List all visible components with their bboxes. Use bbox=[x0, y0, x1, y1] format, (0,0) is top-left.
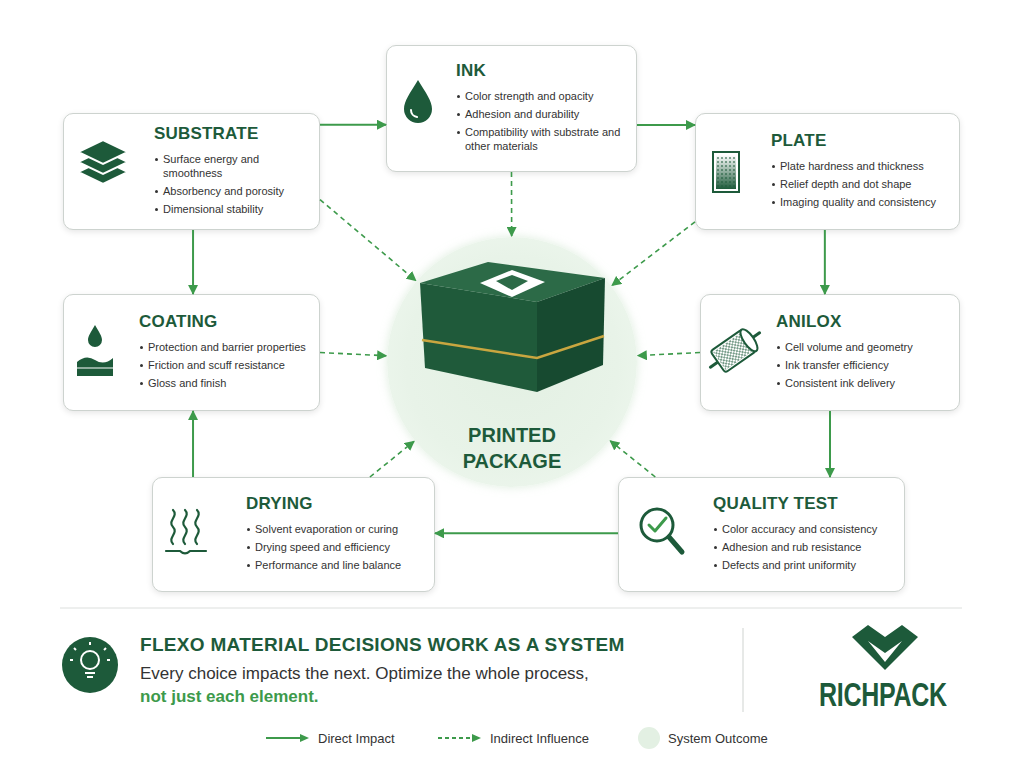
indirect-connector bbox=[638, 353, 700, 356]
bullet-text: Gloss and finish bbox=[139, 376, 309, 390]
legend-text: Direct Impact bbox=[318, 731, 395, 746]
bullet-text: Dimensional stability bbox=[154, 202, 309, 216]
bullet-text: Adhesion and durability bbox=[456, 107, 626, 121]
process-box: DRYING Solvent evaporation or curingDryin… bbox=[152, 477, 435, 592]
banner-heading: FLEXO MATERIAL DECISIONS WORK AS A SYSTE… bbox=[140, 634, 625, 656]
bullet-text: Relief depth and dot shape bbox=[771, 177, 949, 191]
legend-line-stroke bbox=[266, 737, 302, 739]
bullet-text: Drying speed and efficiency bbox=[246, 540, 424, 554]
lightbulb-icon-part bbox=[85, 672, 95, 674]
lightbulb-icon-part bbox=[107, 659, 110, 661]
indirect-connector bbox=[511, 172, 513, 236]
legend-item: Direct Impact bbox=[266, 729, 395, 747]
process-box: SUBSTRATE Surface energy and smoothnessAb… bbox=[63, 113, 320, 230]
bullet-text: Protection and barrier properties bbox=[139, 340, 309, 354]
box-heading: ANILOX bbox=[776, 312, 949, 332]
indirect-connector bbox=[320, 353, 386, 356]
bullet-text: Imaging quality and consistency bbox=[771, 195, 949, 209]
box-heading: QUALITY TEST bbox=[713, 494, 894, 514]
box-heading: DRYING bbox=[246, 494, 424, 514]
legend-item: System Outcome bbox=[638, 729, 768, 747]
banner-highlight: not just each element. bbox=[140, 687, 319, 707]
outcome-label: PRINTED PACKAGE bbox=[437, 422, 587, 474]
direct-connector bbox=[192, 230, 194, 294]
process-box: PLATE Plate hardness and thicknessRelief … bbox=[695, 113, 960, 230]
lightbulb-icon-part bbox=[70, 659, 73, 661]
direct-connector bbox=[435, 532, 618, 534]
indirect-connector bbox=[612, 222, 695, 286]
banner-text: Every choice impacts the next. Optimize … bbox=[140, 664, 589, 684]
bullet-text: Consistent ink delivery bbox=[776, 376, 949, 390]
direct-connector bbox=[829, 411, 831, 477]
bullet-text: Friction and scuff resistance bbox=[139, 358, 309, 372]
indirect-connector bbox=[610, 441, 655, 477]
legend-line-stroke bbox=[438, 737, 474, 739]
legend-text: System Outcome bbox=[668, 731, 768, 746]
process-box: QUALITY TEST Color accuracy and consisten… bbox=[618, 477, 905, 592]
bullet-text: Performance and line balance bbox=[246, 558, 424, 572]
lightbulb-icon-part bbox=[89, 642, 91, 645]
lightbulb-icon-part bbox=[81, 651, 99, 669]
bullet-text: Plate hardness and thickness bbox=[771, 159, 949, 173]
lightbulb-icon-part bbox=[62, 637, 118, 693]
outcome-circle: PRINTED PACKAGE bbox=[387, 237, 637, 487]
box-heading: COATING bbox=[139, 312, 309, 332]
lightbulb-icon-part bbox=[87, 676, 93, 678]
bullet-text: Color strength and opacity bbox=[456, 89, 626, 103]
legend-arrowhead bbox=[472, 734, 481, 742]
bullet-text: Ink transfer efficiency bbox=[776, 358, 949, 372]
logo-text: RICHPACK bbox=[819, 676, 947, 714]
separator-line-part bbox=[743, 628, 744, 712]
direct-connector bbox=[320, 124, 386, 126]
direct-connector bbox=[192, 411, 194, 477]
box-heading: PLATE bbox=[771, 131, 949, 151]
process-box: COATING Protection and barrier properties… bbox=[63, 294, 320, 411]
logo-mark-part bbox=[852, 625, 918, 670]
bullet-text: Adhesion and rub resistance bbox=[713, 540, 894, 554]
legend-arrowhead bbox=[300, 734, 309, 742]
box-heading: INK bbox=[456, 61, 626, 81]
legend-item: Indirect Influence bbox=[438, 729, 589, 747]
bullet-text: Cell volume and geometry bbox=[776, 340, 949, 354]
direct-connector bbox=[637, 124, 695, 126]
bullet-text: Compatibility with substrate and other m… bbox=[456, 125, 626, 153]
logo-mark bbox=[852, 625, 918, 670]
legend-line bbox=[438, 733, 482, 743]
lightbulb-icon-part bbox=[104, 648, 106, 650]
direct-connector bbox=[824, 230, 826, 294]
legend-swatch bbox=[638, 727, 660, 749]
process-box: ANILOX Cell volume and geometryInk transf… bbox=[700, 294, 960, 411]
legend-text: Indirect Influence bbox=[490, 731, 589, 746]
bullet-text: Color accuracy and consistency bbox=[713, 522, 894, 536]
process-box: INK Color strength and opacityAdhesion an… bbox=[386, 45, 637, 172]
outcome-text-holder: PRINTED PACKAGE bbox=[437, 422, 587, 474]
indirect-connector bbox=[320, 200, 416, 281]
lightbulb-icon bbox=[62, 637, 118, 693]
separator-line-part bbox=[60, 608, 962, 609]
indirect-connector bbox=[370, 441, 414, 477]
bullet-text: Defects and print uniformity bbox=[713, 558, 894, 572]
bullet-text: Surface energy and smoothness bbox=[154, 152, 309, 180]
logo-mark-part bbox=[868, 641, 902, 662]
bullet-text: Absorbency and porosity bbox=[154, 184, 309, 198]
bullet-text: Solvent evaporation or curing bbox=[246, 522, 424, 536]
lightbulb-icon-part bbox=[74, 648, 76, 650]
box-heading: SUBSTRATE bbox=[154, 124, 309, 144]
legend-line bbox=[266, 733, 310, 743]
